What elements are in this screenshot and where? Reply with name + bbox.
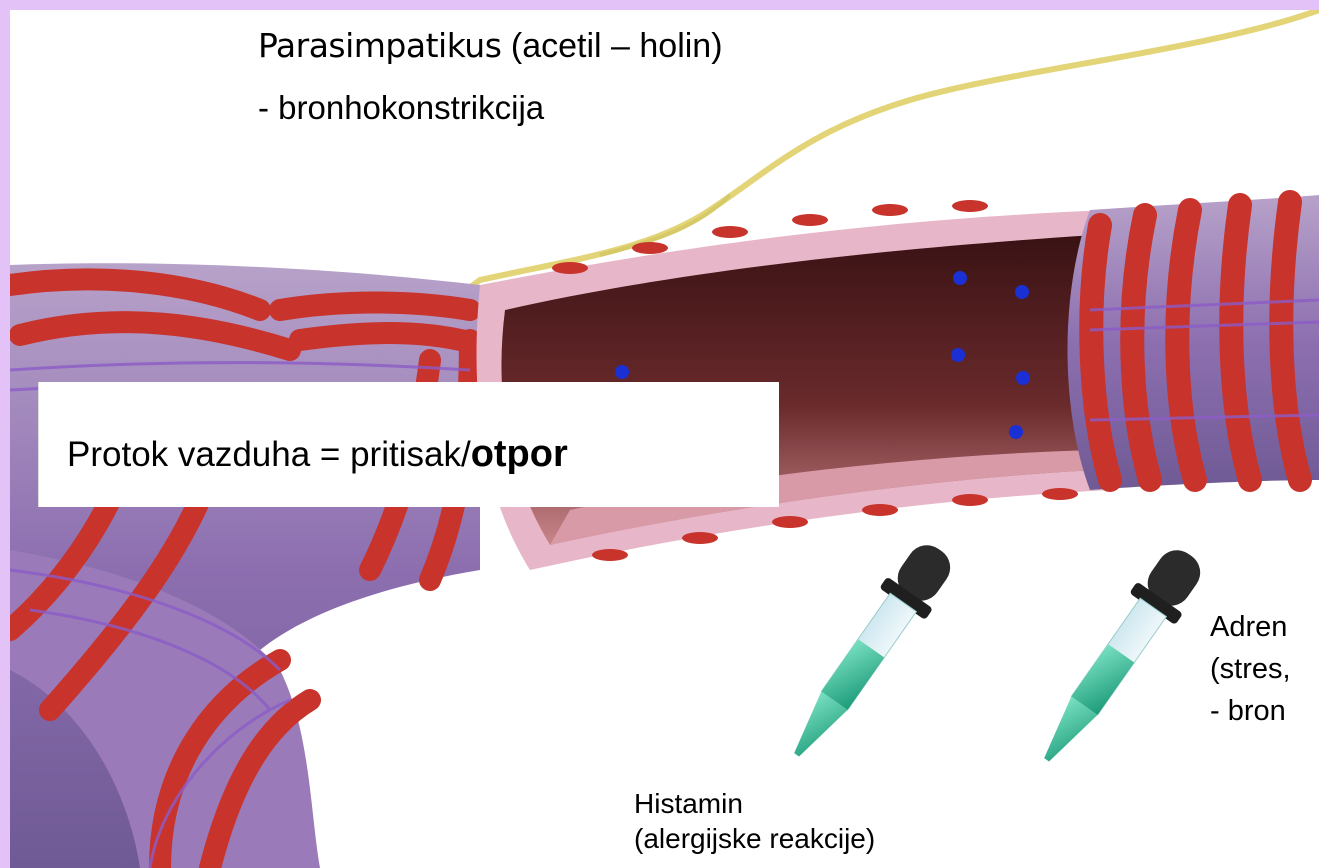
- parasympathetic-effect: - bronhokonstrikcija: [258, 88, 544, 128]
- histamine-source: (alergijske reakcije): [634, 822, 875, 856]
- histamine-name: Histamin: [634, 787, 743, 821]
- dropper-adrenaline: [1024, 539, 1213, 776]
- slide: Parasimpatikus (acetil – holin) - bronho…: [10, 10, 1319, 868]
- adrenaline-line-3: - bron: [1210, 694, 1286, 728]
- parasympathetic-agent: (acetil – holin): [511, 27, 723, 65]
- airflow-formula-emphasis: otpor: [471, 433, 568, 475]
- airflow-formula-prefix: Protok vazduha = pritisak/: [67, 435, 471, 474]
- airflow-formula-box: Protok vazduha = pritisak/otpor: [38, 382, 779, 507]
- airflow-formula: Protok vazduha = pritisak/otpor: [67, 434, 568, 475]
- adrenaline-line-2: (stres,: [1210, 652, 1291, 686]
- adrenaline-line-1: Adren: [1210, 610, 1287, 644]
- dropper-histamine: [774, 534, 963, 771]
- parasympathetic-name: Parasimpatikus: [258, 26, 501, 65]
- parasympathetic-title: Parasimpatikus (acetil – holin): [258, 26, 723, 66]
